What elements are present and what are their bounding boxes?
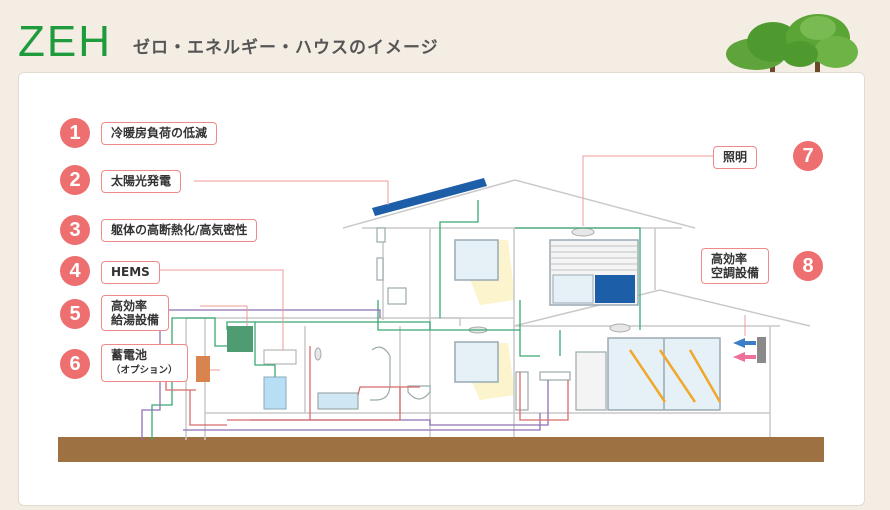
badge-2: 2 bbox=[60, 165, 90, 195]
sunlight-arrows bbox=[628, 349, 722, 403]
bathroom-fixtures bbox=[317, 227, 431, 410]
battery bbox=[196, 356, 210, 382]
house-outline bbox=[185, 179, 811, 440]
water-heater bbox=[227, 326, 253, 352]
label-cooling-heating-load: 冷暖房負荷の低減 bbox=[101, 122, 218, 145]
red-wiring bbox=[165, 346, 569, 426]
hems-panel bbox=[263, 349, 297, 365]
label-water-heater-line2: 給湯設備 bbox=[111, 313, 160, 327]
air-conditioner bbox=[757, 337, 766, 363]
label-insulation: 躯体の高断熱化/高気密性 bbox=[101, 219, 258, 242]
badge-8: 8 bbox=[793, 251, 823, 281]
badge-5: 5 bbox=[60, 299, 90, 329]
badge-7: 7 bbox=[793, 141, 823, 171]
badge-6: 6 bbox=[60, 349, 90, 379]
title-zeh: ZEH bbox=[18, 17, 112, 66]
badge-3: 3 bbox=[60, 215, 90, 245]
trees-illustration bbox=[726, 14, 858, 76]
label-battery: 蓄電池 （オプション） bbox=[101, 344, 188, 382]
solar-panel bbox=[372, 178, 487, 216]
storage-tank bbox=[263, 376, 287, 410]
label-hems: HEMS bbox=[101, 261, 160, 284]
label-water-heater: 高効率 給湯設備 bbox=[101, 295, 170, 331]
ground bbox=[58, 437, 824, 462]
glass-door bbox=[607, 337, 721, 411]
title-subtitle: ゼロ・エネルギー・ハウスのイメージ bbox=[133, 38, 439, 58]
window bbox=[454, 239, 499, 383]
blind-window bbox=[549, 239, 639, 306]
label-air-conditioning-line2: 空調設備 bbox=[711, 266, 760, 280]
label-water-heater-line1: 高効率 bbox=[111, 299, 148, 313]
leader-lines bbox=[155, 155, 746, 371]
label-lighting: 照明 bbox=[713, 146, 758, 169]
label-air-conditioning-line1: 高効率 bbox=[711, 252, 748, 266]
kitchen bbox=[515, 351, 607, 411]
label-battery-line2: （オプション） bbox=[111, 365, 178, 376]
badge-4: 4 bbox=[60, 256, 90, 286]
label-battery-line1: 蓄電池 bbox=[111, 348, 148, 362]
label-air-conditioning: 高効率 空調設備 bbox=[701, 248, 770, 284]
badge-1: 1 bbox=[60, 118, 90, 148]
aircon-arrows bbox=[733, 338, 756, 362]
label-solar-power: 太陽光発電 bbox=[101, 170, 182, 193]
